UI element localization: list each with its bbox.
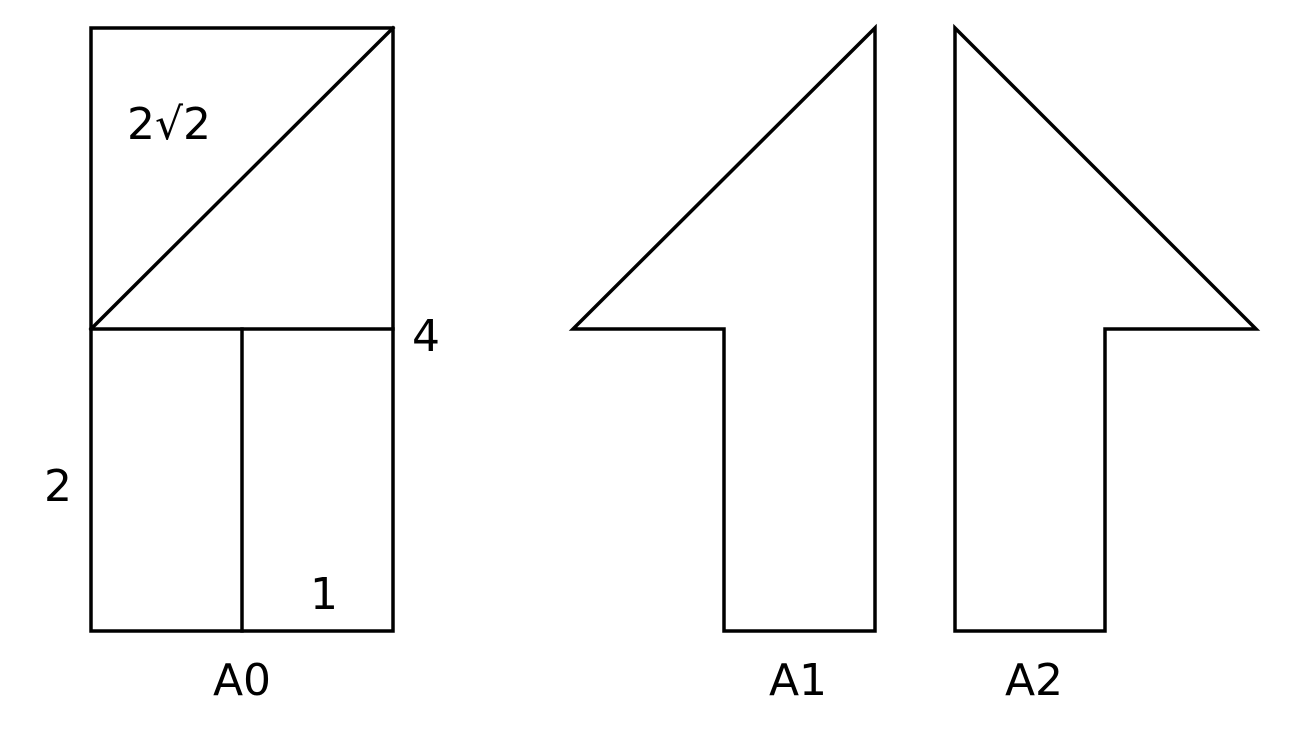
figure-a1: A1 [568, 23, 877, 706]
a2-caption: A2 [1005, 655, 1063, 706]
a0-label-diagonal: 2√2 [127, 99, 211, 150]
a2-arrow-shape [953, 23, 1261, 633]
a0-label-side: 4 [412, 311, 440, 362]
a0-label-height: 2 [44, 461, 72, 512]
a0-diagonal [88, 25, 396, 332]
figure-a0: 2√2 4 2 1 A0 [44, 25, 440, 706]
a0-label-width: 1 [310, 569, 338, 620]
a1-caption: A1 [769, 655, 827, 706]
a1-arrow-shape [568, 23, 877, 633]
a0-caption: A0 [213, 655, 271, 706]
figure-a2: A2 [953, 23, 1261, 706]
